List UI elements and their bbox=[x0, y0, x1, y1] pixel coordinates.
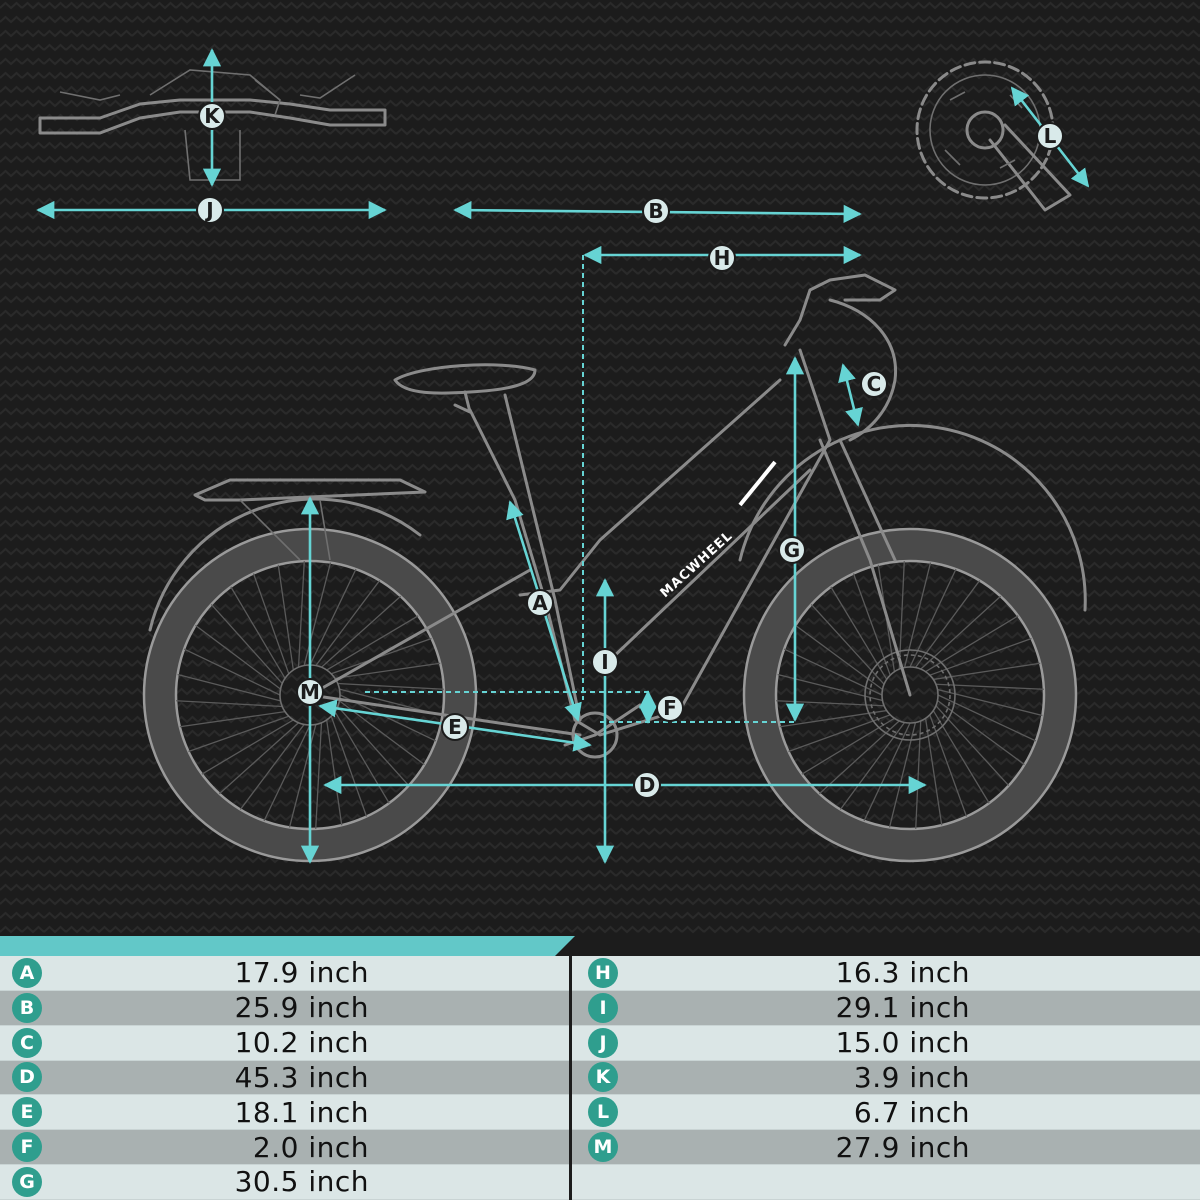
row-letter-badge: E bbox=[12, 1097, 42, 1128]
row-value: 6.7 inch bbox=[853, 1095, 970, 1129]
svg-text:H: H bbox=[714, 246, 731, 270]
measurement-column-left: A 17.9 inch B 25.9 inch C 10.2 inch D 45… bbox=[0, 956, 569, 1200]
badge-j: J bbox=[196, 196, 224, 224]
row-letter-badge: J bbox=[588, 1027, 618, 1058]
measurement-column-right: H 16.3 inch I 29.1 inch J 15.0 inch K 3.… bbox=[572, 956, 1200, 1200]
bike-geometry-diagram: MACWHEEL K bbox=[0, 0, 1200, 936]
table-row-empty bbox=[572, 1165, 1200, 1200]
table-header-accent bbox=[0, 936, 575, 956]
badge-b: B bbox=[642, 197, 670, 225]
table-row: M 27.9 inch bbox=[572, 1130, 1200, 1166]
column-divider bbox=[569, 956, 572, 1200]
row-value: 25.9 inch bbox=[234, 991, 369, 1025]
svg-text:A: A bbox=[532, 591, 548, 615]
row-value: 2.0 inch bbox=[252, 1130, 369, 1164]
badge-g: G bbox=[778, 536, 806, 564]
row-value: 10.2 inch bbox=[234, 1026, 369, 1060]
row-value: 17.9 inch bbox=[234, 956, 369, 990]
row-value: 16.3 inch bbox=[835, 956, 970, 990]
row-letter-badge: L bbox=[588, 1097, 618, 1128]
badge-d: D bbox=[633, 771, 661, 799]
row-value: 15.0 inch bbox=[835, 1026, 970, 1060]
row-value: 27.9 inch bbox=[835, 1130, 970, 1164]
row-value: 30.5 inch bbox=[234, 1165, 369, 1199]
table-row: J 15.0 inch bbox=[572, 1025, 1200, 1061]
badge-a: A bbox=[526, 589, 554, 617]
row-letter-badge: A bbox=[12, 957, 42, 988]
svg-text:B: B bbox=[648, 199, 663, 223]
svg-text:L: L bbox=[1044, 124, 1057, 148]
table-row: B 25.9 inch bbox=[0, 990, 569, 1026]
badge-e: E bbox=[441, 713, 469, 741]
svg-text:D: D bbox=[639, 773, 656, 797]
table-row: K 3.9 inch bbox=[572, 1060, 1200, 1096]
row-value: 3.9 inch bbox=[853, 1060, 970, 1094]
table-row: I 29.1 inch bbox=[572, 990, 1200, 1026]
badge-h: H bbox=[708, 244, 736, 272]
svg-text:G: G bbox=[784, 538, 800, 562]
svg-text:F: F bbox=[663, 696, 677, 720]
tube-stripe bbox=[738, 460, 777, 507]
svg-text:J: J bbox=[204, 198, 213, 222]
table-row: G 30.5 inch bbox=[0, 1165, 569, 1200]
row-letter-badge: H bbox=[588, 957, 618, 988]
row-letter-badge: F bbox=[12, 1132, 42, 1163]
table-header-bar bbox=[0, 936, 1200, 956]
badge-m: M bbox=[296, 678, 324, 706]
row-value: 29.1 inch bbox=[835, 991, 970, 1025]
row-letter-badge: K bbox=[588, 1062, 618, 1093]
table-row: A 17.9 inch bbox=[0, 956, 569, 991]
svg-text:E: E bbox=[448, 715, 462, 739]
row-letter-badge: D bbox=[12, 1062, 42, 1093]
row-letter-badge: C bbox=[12, 1027, 42, 1058]
svg-text:K: K bbox=[204, 104, 221, 128]
badge-k: K bbox=[198, 102, 226, 130]
table-row: C 10.2 inch bbox=[0, 1025, 569, 1061]
table-row: L 6.7 inch bbox=[572, 1095, 1200, 1131]
row-letter-badge: M bbox=[588, 1132, 618, 1163]
measurement-table: A 17.9 inch B 25.9 inch C 10.2 inch D 45… bbox=[0, 936, 1200, 1200]
row-letter-badge: G bbox=[12, 1166, 42, 1197]
row-letter-badge: B bbox=[12, 992, 42, 1023]
row-letter-badge: I bbox=[588, 992, 618, 1023]
svg-text:I: I bbox=[601, 650, 608, 674]
badge-l: L bbox=[1036, 122, 1064, 150]
table-row: E 18.1 inch bbox=[0, 1095, 569, 1131]
row-value: 18.1 inch bbox=[234, 1095, 369, 1129]
badge-f: F bbox=[656, 694, 684, 722]
svg-text:C: C bbox=[867, 372, 882, 396]
svg-text:M: M bbox=[300, 680, 320, 704]
badge-i: I bbox=[591, 648, 619, 676]
table-row: D 45.3 inch bbox=[0, 1060, 569, 1096]
table-row: F 2.0 inch bbox=[0, 1130, 569, 1166]
row-value: 45.3 inch bbox=[234, 1060, 369, 1094]
badge-c: C bbox=[860, 370, 888, 398]
table-row: H 16.3 inch bbox=[572, 956, 1200, 991]
handlebar-top-view bbox=[38, 69, 387, 181]
